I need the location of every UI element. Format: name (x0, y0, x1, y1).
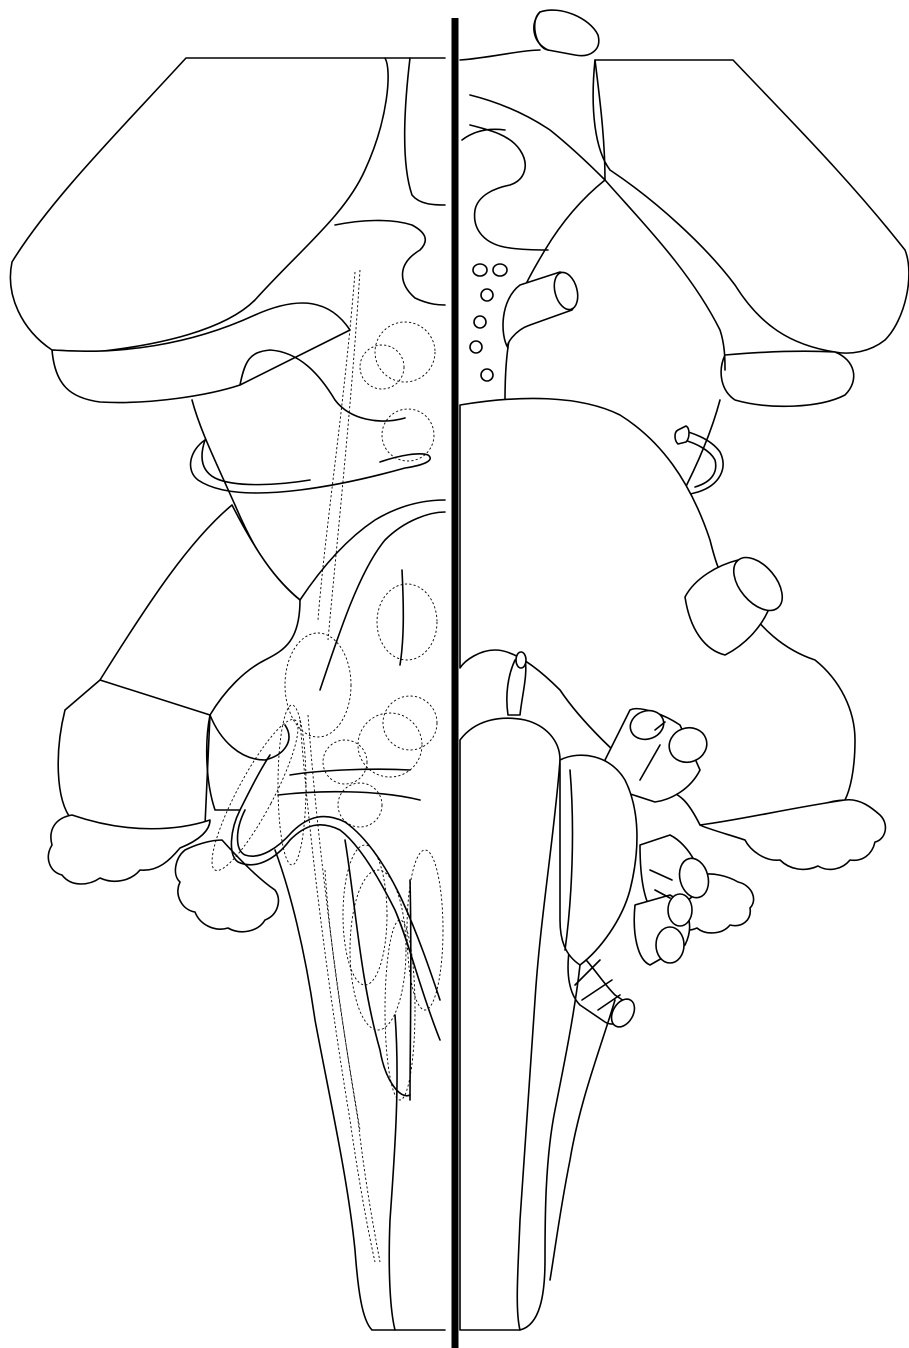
nucleus-solitary (350, 870, 406, 1030)
perforation-2 (493, 264, 507, 276)
nucleus-salivatory (338, 783, 382, 827)
nucleus-dorsal-vagal (407, 850, 443, 1010)
left-pons (58, 505, 300, 832)
perforation-6 (481, 369, 493, 381)
nucleus-trigeminal-sensory (285, 633, 351, 737)
nucleus-ambiguus (343, 845, 387, 985)
perforation-3 (481, 289, 493, 301)
right-abducens-face (516, 652, 526, 668)
left-transverse-fiber-2 (278, 792, 420, 800)
left-half (10, 58, 445, 1330)
right-thalamus-lower (721, 351, 854, 406)
right-half (460, 10, 909, 1330)
nucleus-oculomotor-1 (360, 345, 404, 389)
nucleus-oculomotor-2 (375, 322, 435, 382)
perforation-1 (473, 264, 487, 276)
perforation-5 (470, 341, 482, 353)
left-optic-tract-inner (202, 440, 310, 485)
left-facial-genu (231, 810, 440, 1040)
left-medulla-outline (275, 850, 445, 1330)
right-tuber-curve-2 (470, 95, 605, 180)
right-thalamus (593, 60, 909, 353)
right-trochlear-tip (675, 426, 689, 444)
right-medulla-lateral-2 (550, 1000, 615, 1280)
right-mammillary-region (505, 60, 605, 400)
left-midline-strip (405, 58, 445, 205)
left-medulla-groove (410, 880, 411, 1100)
tract-4 (308, 715, 380, 1262)
left-dashed-nuclei (199, 322, 443, 1100)
nucleus-facial-1 (358, 713, 422, 777)
nucleus-facial-2 (323, 740, 367, 784)
right-vagus-face-2 (656, 927, 684, 963)
left-pyramid (389, 1015, 397, 1330)
nucleus-spinal-trigeminal (278, 705, 306, 865)
right-tuber-curve (462, 129, 505, 140)
right-hypothalamus-curve (470, 125, 548, 250)
left-thalamus (10, 58, 388, 352)
left-midbrain-outline (335, 220, 445, 305)
left-medial-lemniscus (300, 500, 445, 600)
nucleus-trigeminal-motor (377, 584, 437, 660)
right-perforated-substance (470, 264, 507, 381)
perforation-4 (474, 316, 486, 328)
nucleus-abducens (383, 696, 437, 750)
left-transverse-fiber-1 (290, 769, 410, 775)
right-midline-top (460, 50, 540, 60)
nucleus-trochlear (382, 409, 434, 461)
left-facial-loop (210, 715, 289, 760)
right-vagus-face-1 (668, 894, 692, 926)
